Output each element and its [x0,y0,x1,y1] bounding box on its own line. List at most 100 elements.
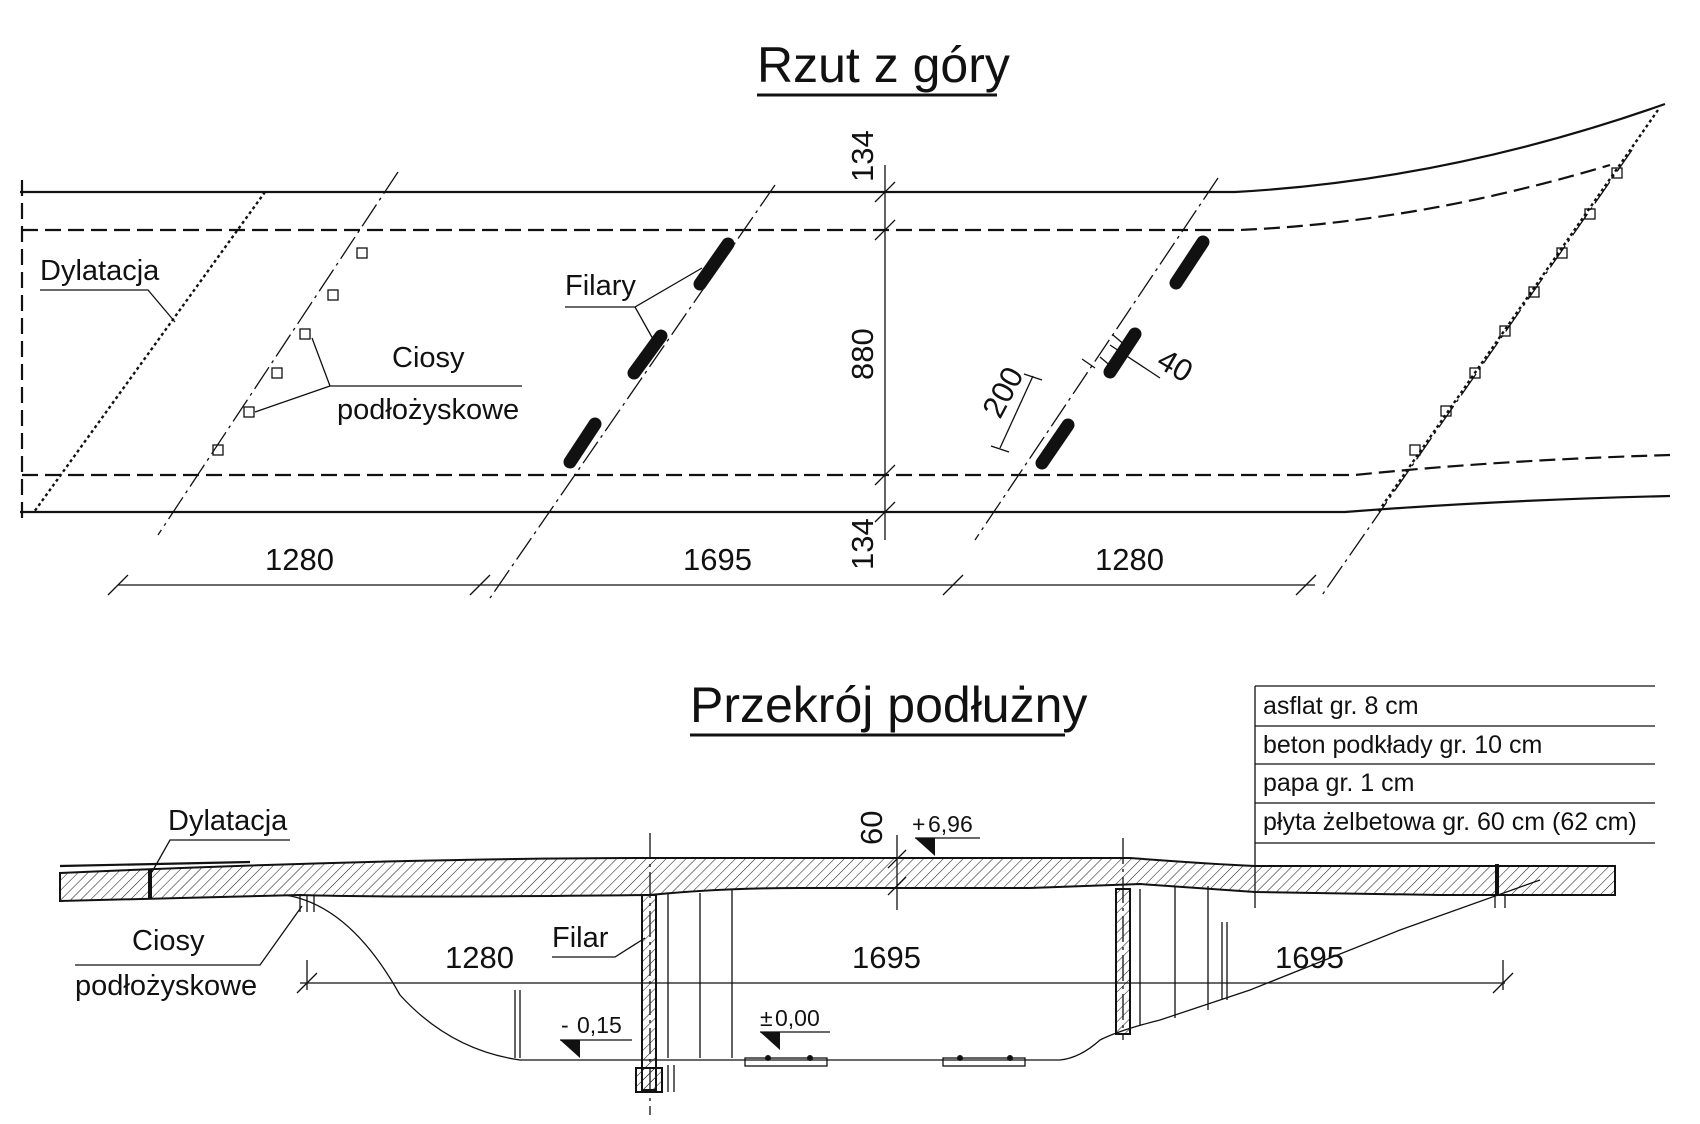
section-title: Przekrój podłużny [690,677,1087,733]
pier-right [1115,888,1131,1035]
dim-pier-width: 40 [1152,342,1199,390]
level-marker-top: + 6,96 [912,811,980,856]
dim-span-section-3: 1695 [1275,940,1344,975]
deck-slab [59,857,1616,903]
legend-layer-2: beton podkłady gr. 10 cm [1263,731,1542,759]
dimension-tick [887,849,907,869]
legend-layer-3: papa gr. 1 cm [1263,769,1414,797]
bearing-block [1584,208,1596,220]
bearing-block [1528,286,1540,298]
bearing-blocks-axis-4 [1409,167,1623,456]
bearing-block [299,328,311,340]
bearing-block [1556,247,1568,259]
deck-edge-bottom [20,494,1671,514]
dimension-tick [1023,373,1043,381]
dim-pier-length: 200 [975,361,1030,423]
label-filar: Filar [552,922,609,954]
leader-ciosy-section [75,905,303,966]
label-dylatacja-plan: Dylatacja [40,255,160,287]
dimension-line [1109,344,1161,379]
pier-length-dimension: 200 [975,361,1043,453]
dimension-line [999,375,1034,449]
level-top-value: 6,96 [928,811,973,837]
foundation-bolt [1007,1055,1013,1061]
leader-ciosy-2 [254,385,331,413]
dimension-tick [469,574,491,596]
level-triangle [760,1032,780,1050]
bearing-block [356,247,368,259]
bearing-block [1499,325,1511,337]
dim-slab: 60 [854,811,889,845]
dimension-tick [990,445,1010,453]
span-dimensions-section: 1280 1695 1695 [296,940,1514,994]
leader-dylatacja-section [151,839,290,873]
bearing-block [1409,444,1421,456]
leader-filary-2 [634,306,659,349]
level-triangle [560,1040,580,1058]
pier [693,237,735,291]
bearing-block [327,289,339,301]
bearing-block [1440,405,1452,417]
dimension-tick [1492,972,1514,994]
level-top-sign: + [912,811,925,837]
support-axis-4 [1319,149,1633,599]
bearing-block [212,444,224,456]
piers-axis-2 [563,237,735,469]
foundation-bolt [807,1055,813,1061]
layers-legend: asflat gr. 8 cm beton podkłady gr. 10 cm… [1254,685,1655,908]
label-ciosy-plan-1: Ciosy [392,342,465,374]
foundation-bolt [765,1055,771,1061]
dim-middle: 880 [845,328,880,380]
dim-span-section-1: 1280 [445,940,514,975]
section-view: Przekrój podłużny asflat gr. 8 cm beton … [59,677,1655,1115]
bearing-block [1611,167,1623,179]
level-zero-value: 0,00 [775,1005,820,1031]
bearing-block [271,367,283,379]
legend-layer-4: płyta żelbetowa gr. 60 cm (62 cm) [1263,808,1637,836]
dimension-tick [874,219,896,241]
pier [563,417,602,469]
dimension-tick [296,972,318,994]
deck-edge-top [20,102,1666,194]
legend-layer-1: asflat gr. 8 cm [1263,692,1419,720]
deck-top-surface [59,860,251,868]
terrain-profile [284,879,1541,1061]
dimension-tick [1099,356,1114,369]
curb-line-bottom [22,453,1671,477]
foundation-plate [942,1057,1026,1067]
support-axis-1 [157,171,399,536]
bearing-block [243,406,255,418]
dim-span-3: 1280 [1095,542,1164,577]
label-ciosy-plan-2: podłożyskowe [337,394,519,426]
label-dylatacja-section: Dylatacja [168,805,288,837]
label-ciosy-section-2: podłożyskowe [75,970,257,1002]
dim-span-2: 1695 [683,542,752,577]
dimension-tick [874,501,896,523]
dim-span-1: 1280 [265,542,334,577]
foundation-plate [744,1057,828,1067]
leader-dylatacja [40,289,176,323]
dimension-tick [887,876,907,896]
dim-top: 134 [845,130,880,182]
leader-filar [552,937,646,958]
level-marker-left: - 0,15 [560,1012,632,1058]
curb-line-top [22,163,1611,232]
dimension-tick [1112,334,1127,347]
dimension-tick [1295,574,1317,596]
bearing-block [1469,367,1481,379]
level-marker-zero: ± 0,00 [760,1005,830,1050]
label-filary: Filary [565,270,636,302]
foundation-bolt [957,1055,963,1061]
vertical-dimension: 134 880 134 [845,130,896,570]
support-axis-3 [974,177,1219,541]
pier [1169,235,1210,290]
pier-width-dimension: 40 [1081,334,1199,390]
expansion-joint-left [33,191,266,513]
dimension-line [1081,358,1096,369]
slab-thickness-dimension: 60 [854,811,907,910]
dim-span-section-2: 1695 [852,940,921,975]
level-triangle [915,838,935,856]
pier [627,329,668,380]
level-left-sign: - [561,1012,569,1038]
